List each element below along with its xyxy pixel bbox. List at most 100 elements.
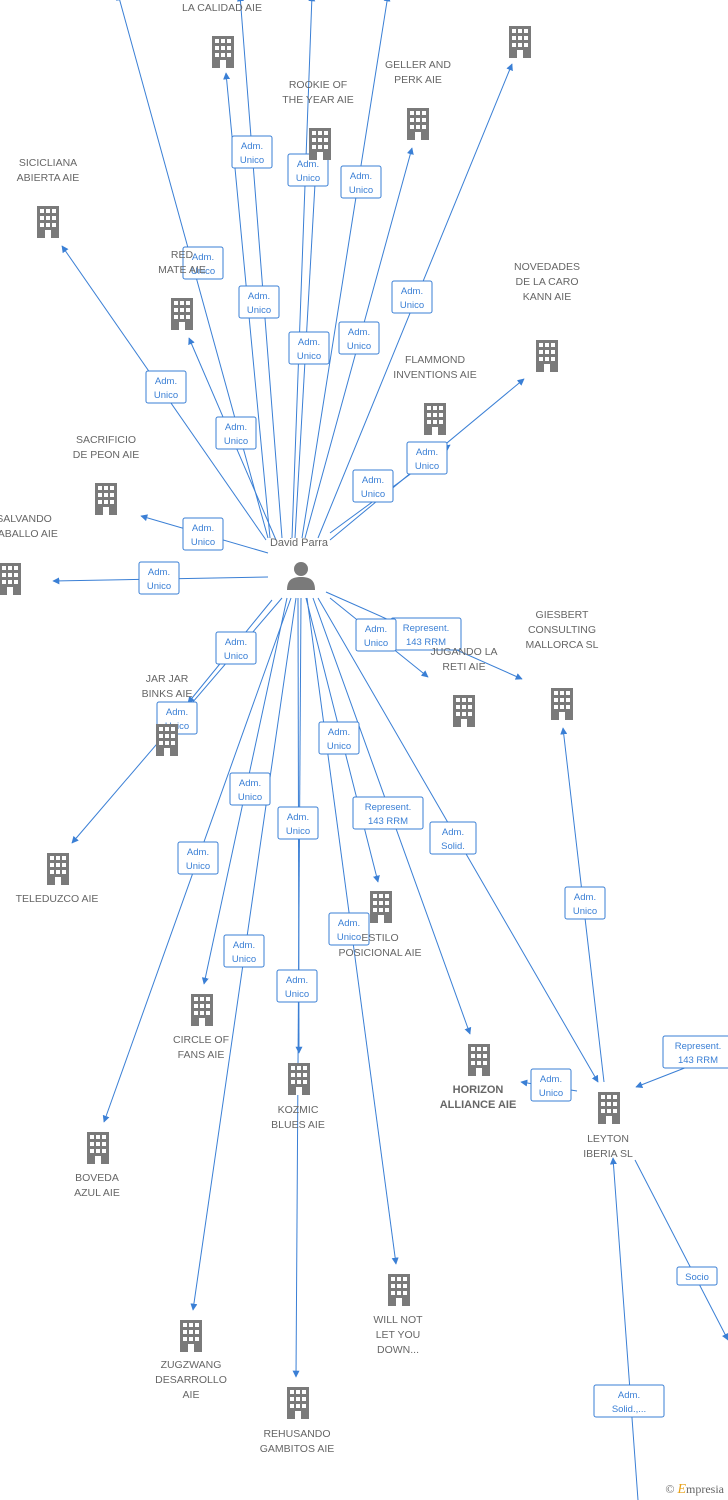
person-icon <box>287 562 315 590</box>
edge-label-text: Adm. <box>574 892 596 903</box>
company-label-line: AIE <box>512 0 529 2</box>
company-label-line: DESARROLLO <box>155 1374 227 1386</box>
company-label-line: INVENTIONS AIE <box>393 369 476 381</box>
edge-label-adm-solid[interactable]: Adm.Solid. <box>429 821 477 855</box>
company-label-line: HORIZON <box>453 1084 504 1096</box>
edge-label-represent[interactable]: Represent.143 RRM <box>352 796 424 830</box>
building-icon <box>212 36 234 68</box>
edge-label-text: Unico <box>285 989 309 1000</box>
edge-label-adm-unico[interactable]: Adm.Unico <box>231 135 273 169</box>
company-label-line: CABALLO AIE <box>0 528 58 540</box>
edge-label-adm-unico[interactable]: Adm. Unico <box>391 280 433 314</box>
edge-label-adm-unico[interactable]: Adm.Unico <box>145 370 187 404</box>
edge-label-text: Adm. <box>401 286 423 297</box>
building-icon <box>95 483 117 515</box>
edge-label-adm-unico[interactable]: Adm.Unico <box>277 806 319 840</box>
edge-label-text: Unico <box>364 638 388 649</box>
edge-label-adm-unico[interactable]: Adm.Unico <box>238 285 280 319</box>
edge-label-text: Unico <box>191 537 215 548</box>
edge-label-adm-unico[interactable]: Adm.Unico <box>177 841 219 875</box>
edge-label-text: Adm. <box>192 523 214 534</box>
edge-label-text: Unico <box>186 861 210 872</box>
company-label-line: PERK AIE <box>394 74 442 86</box>
edge-label-adm-unico[interactable]: Adm.Unico <box>229 772 271 806</box>
relation-edge <box>634 1159 728 1341</box>
edge-label-adm-unico[interactable]: Adm.Unico <box>288 331 330 365</box>
company-label-line: AZUL AIE <box>74 1187 120 1199</box>
edge-label-text: Unico <box>238 792 262 803</box>
building-icon <box>551 688 573 720</box>
edge-label-represent[interactable]: Represent.143 RRM <box>662 1035 728 1069</box>
edge-label-text: Adm. <box>233 940 255 951</box>
building-icon <box>388 1274 410 1306</box>
company-label-line: BOVEDA <box>75 1172 119 1184</box>
edge-label-text: Unico <box>347 341 371 352</box>
edge-label-adm-unico[interactable]: Adm.Unico <box>352 469 394 503</box>
company-label-line: IBERIA SL <box>583 1148 633 1160</box>
company-node-salvando[interactable]: SALVANDOCABALLO AIE <box>0 513 58 595</box>
edge-label-text: Solid.,... <box>612 1404 646 1415</box>
edge-label-adm-unico[interactable]: Adm.Unico <box>530 1068 572 1102</box>
company-label-line: THE YEAR AIE <box>282 94 354 106</box>
edge-label-adm-solid-trunc[interactable]: Adm.Solid.,... <box>593 1384 665 1418</box>
edge-label-adm-unico[interactable]: Adm.Unico <box>318 721 360 755</box>
company-label-line: AIE <box>183 1389 200 1401</box>
edge-label-adm-unico[interactable]: Adm.Unico <box>340 165 382 199</box>
edge-label-text: Unico <box>286 826 310 837</box>
brand-watermark: © Empresia <box>665 1482 724 1498</box>
edge-label-adm-unico[interactable]: Adm.Unico <box>215 416 257 450</box>
edge-label-adm-unico[interactable]: Adm.Unico <box>328 912 370 946</box>
edge-label-adm-unico[interactable]: Adm.Unico <box>223 934 265 968</box>
company-node-top-right[interactable]: PRESENTATIONAIE <box>480 0 560 58</box>
edge-label-text: Adm. <box>540 1074 562 1085</box>
edge-label-adm-unico[interactable]: Adm.Unico <box>215 631 257 665</box>
company-node-boveda[interactable]: BOVEDA AZUL AIE <box>74 1132 120 1199</box>
edge-label-text: Unico <box>400 300 424 311</box>
company-node-teleduzco[interactable]: TELEDUZCO AIE <box>16 853 99 905</box>
edge-label-adm-unico[interactable]: Adm.Unico <box>276 969 318 1003</box>
company-label-line: SICICLIANA <box>19 157 77 169</box>
edge-label-text: Unico <box>247 305 271 316</box>
edge-label-adm-unico[interactable]: Adm. Unico <box>182 517 224 551</box>
edge-label-socio[interactable]: Socio <box>676 1266 718 1286</box>
edge-label-adm-unico[interactable]: Adm.Unico <box>338 321 380 355</box>
company-label-line: BLUES AIE <box>271 1119 325 1131</box>
building-icon <box>536 340 558 372</box>
edge-label-adm-unico[interactable]: Adm.Unico <box>182 246 224 280</box>
edge-label-adm-unico[interactable]: Adm.Unico <box>406 441 448 475</box>
edge-label-text: Adm. <box>297 159 319 170</box>
company-label-line: CONSULTING <box>528 624 596 636</box>
edge-label-text: Socio <box>685 1272 709 1283</box>
edge-label-text: Adm. <box>365 624 387 635</box>
edge-label-adm-unico[interactable]: Adm.Unico <box>564 886 606 920</box>
edge-label-adm-unico[interactable]: Adm. Unico <box>355 618 397 652</box>
person-name: David Parra <box>270 537 329 549</box>
company-label-line: BINKS AIE <box>142 688 193 700</box>
building-icon <box>407 108 429 140</box>
edge-label-text: Unico <box>296 173 320 184</box>
person-node[interactable]: David Parra <box>270 537 329 590</box>
building-icon <box>468 1044 490 1076</box>
company-node-sacrificando[interactable]: SACRIFICANDOLA CALIDAD AIE <box>182 0 262 68</box>
edge-label-adm-unico[interactable]: Adm.Unico <box>138 561 180 595</box>
edge-label-text: Adm. <box>298 337 320 348</box>
edge-label-adm-unico[interactable]: Adm. Unico <box>287 153 329 187</box>
